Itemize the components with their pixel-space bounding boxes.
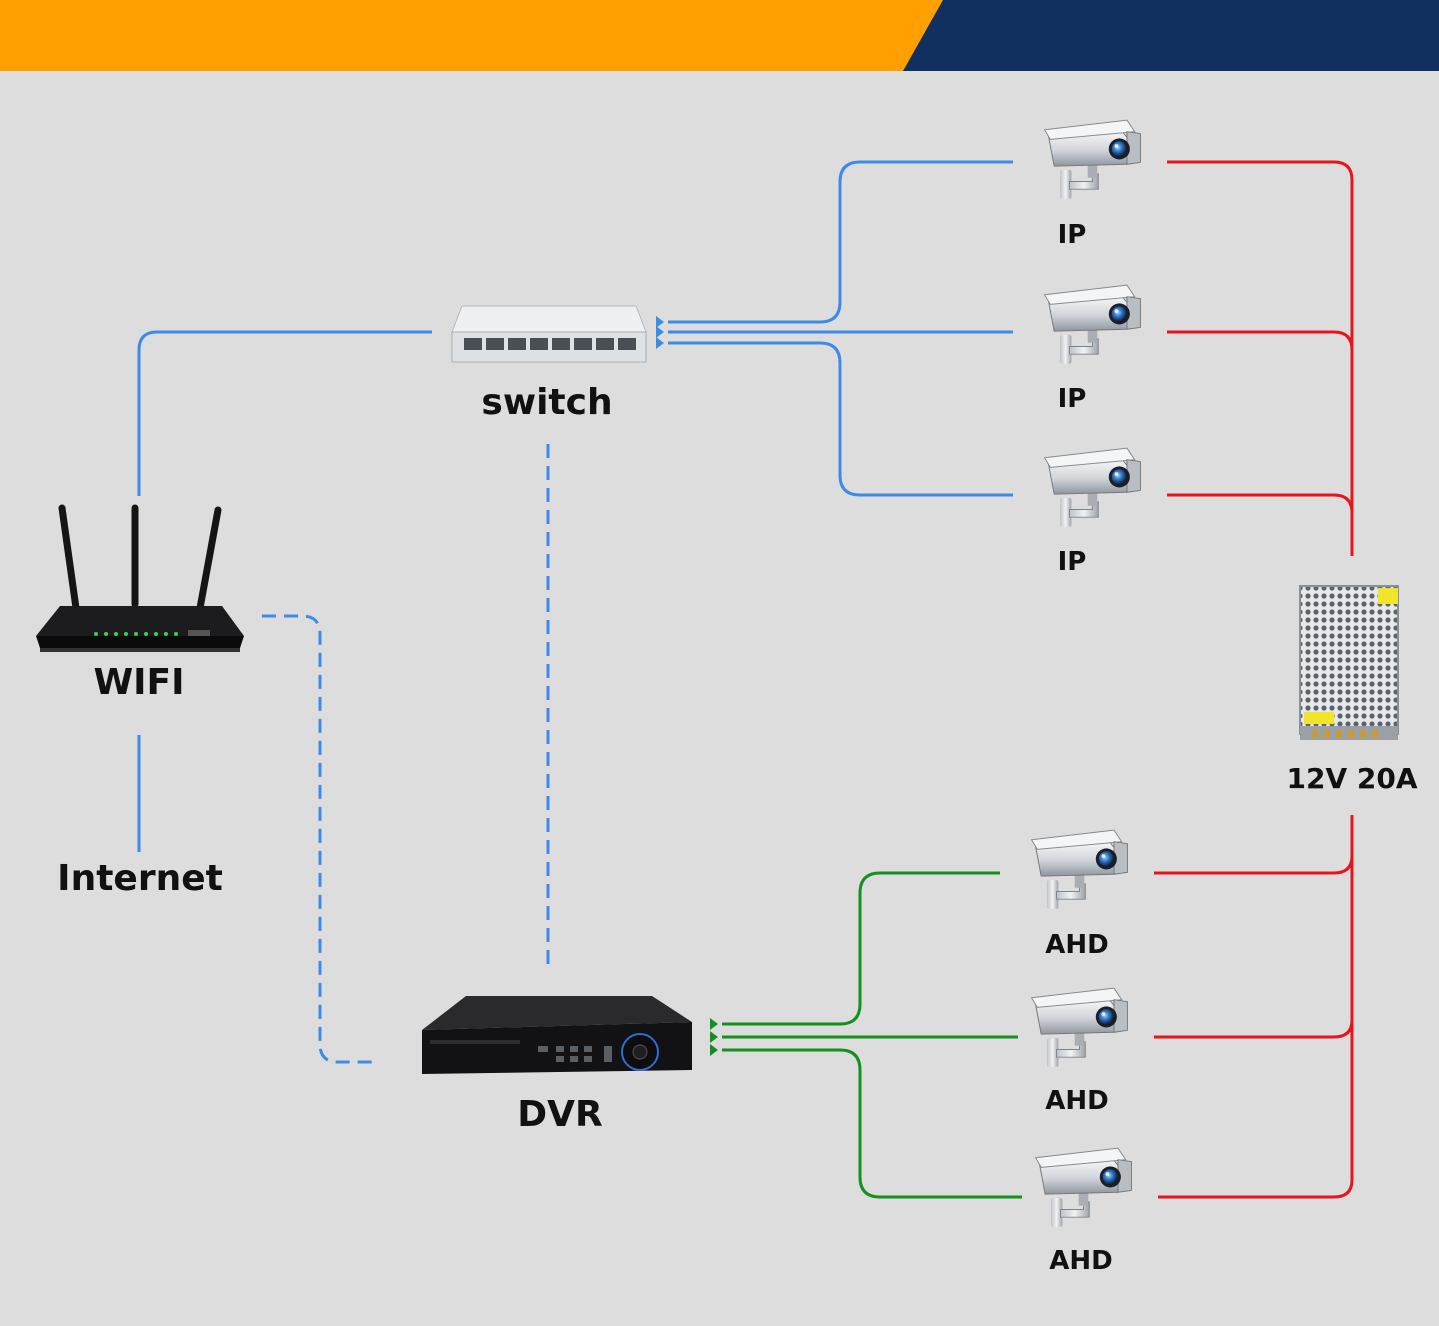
internet-label: Internet [57, 858, 223, 899]
psu-to-ahd-camera-1-cable [1158, 815, 1354, 1199]
switch-to-ip-camera-1-cable [668, 160, 1013, 324]
ip-camera-2-icon [1044, 284, 1141, 365]
router-to-dvr-cable [262, 614, 375, 1064]
router-to-switch-cable [137, 330, 432, 496]
psu-to-ip-camera-3-cable [1167, 493, 1354, 514]
router-label: WIFI [93, 662, 185, 703]
network-cables [137, 160, 1013, 1064]
dvr-recorder-icon [422, 996, 692, 1074]
power-supply-icon [1299, 585, 1399, 740]
arrow-head [710, 1044, 718, 1056]
ip-camera-3-icon [1044, 447, 1141, 528]
arrow-head [710, 1018, 718, 1030]
switch-to-ip-camera-3-cable [668, 341, 1013, 497]
coax-cables [710, 871, 1022, 1199]
power-cables [1154, 160, 1354, 1199]
ip-camera-1-icon [1044, 119, 1141, 200]
dvr-to-ahd-camera-3-cable [722, 1048, 1022, 1199]
header-bar [0, 0, 1439, 71]
header-accent-right [903, 0, 1439, 71]
psu-to-ahd-camera-2-cable [1154, 1019, 1354, 1039]
network-switch-icon [451, 305, 647, 363]
ahd-camera-2-icon [1031, 987, 1128, 1068]
psu-to-ip-camera-1-cable [1167, 160, 1354, 556]
power-supply-label: 12V 20A [1286, 762, 1418, 795]
ahd-camera-3-label: AHD [1049, 1246, 1113, 1276]
psu-to-ahd-camera-3-cable [1154, 855, 1354, 875]
psu-to-ip-camera-2-cable [1167, 330, 1354, 351]
dvr-to-ahd-camera-1-cable [722, 871, 1000, 1026]
ip-camera-3-label: IP [1057, 547, 1087, 577]
arrow-head [656, 316, 664, 328]
ip-camera-2-label: IP [1057, 384, 1087, 414]
arrow-head [656, 337, 664, 349]
arrow-head [656, 326, 664, 338]
ahd-camera-1-icon [1031, 829, 1128, 910]
dvr-label: DVR [517, 1094, 603, 1135]
switch-label: switch [481, 382, 613, 423]
ahd-camera-1-label: AHD [1045, 930, 1109, 960]
ahd-camera-2-label: AHD [1045, 1086, 1109, 1116]
arrow-head [710, 1031, 718, 1043]
ip-camera-1-label: IP [1057, 220, 1087, 250]
wifi-router-icon [36, 504, 244, 652]
ahd-camera-3-icon [1035, 1147, 1132, 1228]
